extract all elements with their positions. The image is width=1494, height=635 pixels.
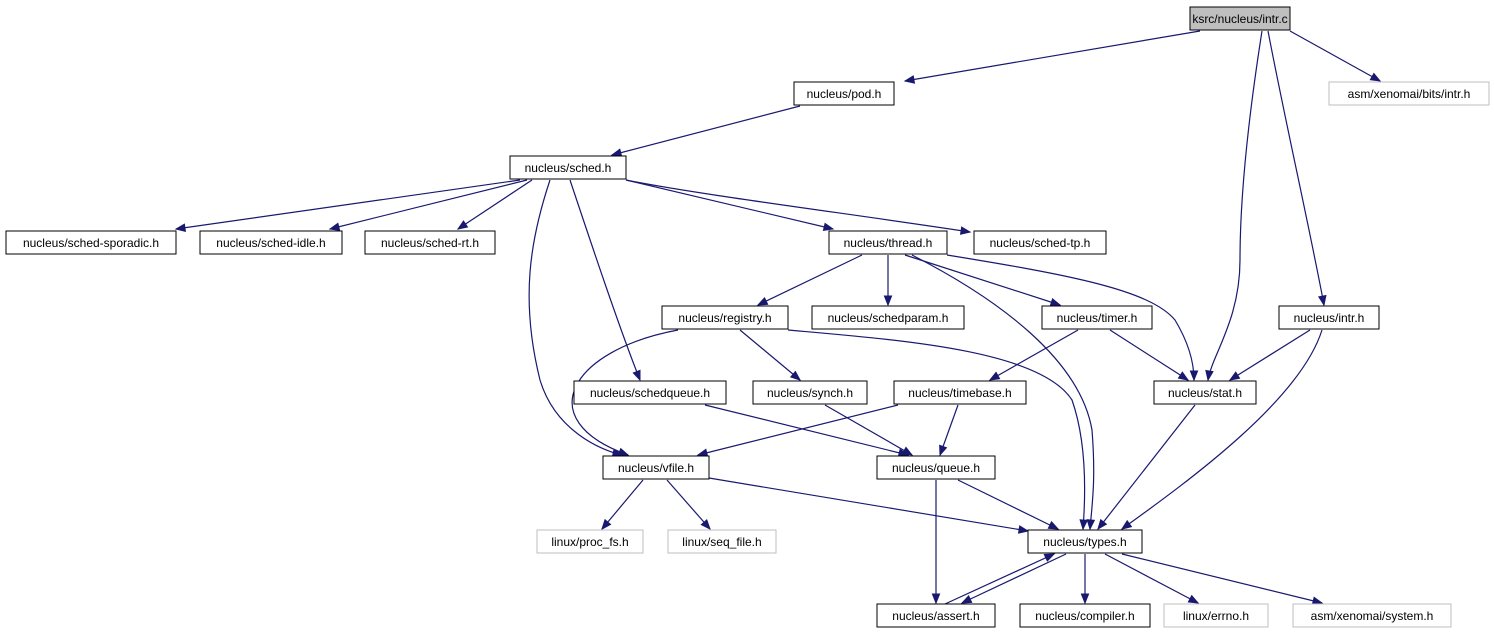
node-sched-tp-h[interactable]: nucleus/sched-tp.h: [973, 230, 1107, 255]
edge-thread-to-stat: [946, 254, 1199, 382]
edge-thread-to-schedparam: [883, 255, 893, 307]
edge-schedqueue-to-queue: [704, 404, 910, 457]
edge-types-to-assert: [960, 553, 1067, 604]
svg-text:nucleus/vfile.h: nucleus/vfile.h: [618, 461, 694, 475]
edge-timer-to-stat: [1109, 329, 1190, 381]
svg-text:nucleus/compiler.h: nucleus/compiler.h: [1035, 609, 1134, 623]
edge-intr-h-to-stat: [1228, 329, 1311, 381]
edge-sched-to-vfile: [528, 179, 624, 458]
node-timebase-h[interactable]: nucleus/timebase.h: [893, 380, 1027, 405]
edge-registry-to-synch: [739, 329, 802, 381]
edge-sched-to-sporadic: [174, 179, 521, 232]
edge-queue-to-assert: [931, 480, 941, 605]
node-schedqueue-h[interactable]: nucleus/schedqueue.h: [573, 380, 727, 405]
edge-sched-to-schedqueue: [569, 179, 641, 382]
node-types-h[interactable]: nucleus/types.h: [1027, 529, 1143, 554]
svg-text:nucleus/types.h: nucleus/types.h: [1043, 535, 1126, 549]
svg-text:nucleus/synch.h: nucleus/synch.h: [767, 386, 853, 400]
node-registry-h[interactable]: nucleus/registry.h: [661, 305, 789, 330]
edge-sched-to-tp: [625, 179, 972, 235]
edge-types-to-compiler: [1080, 554, 1090, 605]
svg-text:asm/xenomai/system.h: asm/xenomai/system.h: [1311, 609, 1434, 623]
edge-registry-to-types: [787, 329, 1089, 531]
node-queue-h[interactable]: nucleus/queue.h: [876, 455, 996, 480]
node-sched-sporadic-h[interactable]: nucleus/sched-sporadic.h: [5, 230, 177, 255]
svg-text:nucleus/pod.h: nucleus/pod.h: [807, 87, 882, 101]
svg-text:nucleus/thread.h: nucleus/thread.h: [844, 236, 933, 250]
edge-pod-to-sched: [610, 105, 801, 157]
svg-text:nucleus/sched-sporadic.h: nucleus/sched-sporadic.h: [23, 236, 159, 250]
svg-text:nucleus/schedparam.h: nucleus/schedparam.h: [828, 311, 949, 325]
svg-text:nucleus/sched-rt.h: nucleus/sched-rt.h: [381, 236, 479, 250]
node-sched-idle-h[interactable]: nucleus/sched-idle.h: [199, 230, 343, 255]
node-compiler-h[interactable]: nucleus/compiler.h: [1019, 603, 1151, 628]
svg-text:nucleus/timer.h: nucleus/timer.h: [1057, 311, 1138, 325]
svg-text:nucleus/sched-tp.h: nucleus/sched-tp.h: [990, 236, 1091, 250]
edge-vfile-to-proc-fs: [601, 479, 644, 531]
node-intr-h[interactable]: nucleus/intr.h: [1278, 305, 1380, 330]
edge-sched-to-thread: [625, 179, 835, 232]
svg-text:asm/xenomai/bits/intr.h: asm/xenomai/bits/intr.h: [1348, 87, 1471, 101]
svg-text:linux/errno.h: linux/errno.h: [1183, 609, 1249, 623]
edge-thread-to-timer: [904, 254, 1062, 307]
node-vfile-h[interactable]: nucleus/vfile.h: [602, 455, 710, 480]
node-asm-xenomai-system-h[interactable]: asm/xenomai/system.h: [1292, 603, 1452, 628]
node-sched-h[interactable]: nucleus/sched.h: [509, 155, 627, 180]
node-stat-h[interactable]: nucleus/stat.h: [1153, 380, 1257, 405]
edge-vfile-to-types: [708, 477, 1030, 534]
svg-text:nucleus/intr.h: nucleus/intr.h: [1294, 311, 1365, 325]
edge-timer-to-timebase: [988, 329, 1079, 381]
svg-text:linux/proc_fs.h: linux/proc_fs.h: [551, 535, 628, 549]
edge-timebase-to-queue: [939, 404, 959, 457]
node-intr-c[interactable]: ksrc/nucleus/intr.c: [1189, 6, 1291, 31]
svg-text:nucleus/sched.h: nucleus/sched.h: [525, 161, 612, 175]
node-linux-errno-h[interactable]: linux/errno.h: [1163, 603, 1269, 628]
edge-intr-c-to-intr-h: [1267, 30, 1327, 307]
node-linux-proc-fs-h[interactable]: linux/proc_fs.h: [536, 529, 644, 554]
node-linux-seq-file-h[interactable]: linux/seq_file.h: [667, 529, 777, 554]
node-pod-h[interactable]: nucleus/pod.h: [793, 81, 895, 106]
node-timer-h[interactable]: nucleus/timer.h: [1041, 305, 1153, 330]
edge-sched-to-idle: [328, 179, 528, 231]
edge-vfile-to-seq-file: [666, 479, 711, 531]
edge-types-to-errno: [1104, 553, 1200, 604]
svg-text:nucleus/stat.h: nucleus/stat.h: [1168, 386, 1242, 400]
svg-text:nucleus/assert.h: nucleus/assert.h: [892, 609, 979, 623]
svg-text:nucleus/timebase.h: nucleus/timebase.h: [908, 386, 1011, 400]
node-synch-h[interactable]: nucleus/synch.h: [752, 380, 868, 405]
edge-stat-to-types: [1097, 404, 1196, 531]
edge-sched-to-rt: [456, 179, 533, 230]
node-thread-h[interactable]: nucleus/thread.h: [828, 230, 948, 255]
edge-intr-c-to-pod: [903, 30, 1201, 84]
edge-queue-to-types: [957, 479, 1060, 530]
svg-text:nucleus/registry.h: nucleus/registry.h: [678, 311, 771, 325]
svg-text:nucleus/sched-idle.h: nucleus/sched-idle.h: [216, 236, 325, 250]
svg-text:nucleus/schedqueue.h: nucleus/schedqueue.h: [590, 386, 710, 400]
edge-assert-to-types: [944, 553, 1056, 605]
svg-text:nucleus/queue.h: nucleus/queue.h: [892, 461, 980, 475]
edge-intr-c-to-asm-intr: [1289, 30, 1382, 82]
edge-timebase-to-vfile: [696, 404, 899, 457]
node-assert-h[interactable]: nucleus/assert.h: [876, 603, 996, 628]
edge-thread-to-registry: [756, 254, 863, 306]
edge-intr-h-to-types: [1120, 329, 1323, 530]
edge-synch-to-queue: [824, 404, 914, 456]
svg-text:linux/seq_file.h: linux/seq_file.h: [682, 535, 761, 549]
node-sched-rt-h[interactable]: nucleus/sched-rt.h: [364, 230, 496, 255]
node-schedparam-h[interactable]: nucleus/schedparam.h: [811, 305, 965, 330]
edge-intr-c-to-stat: [1205, 30, 1263, 382]
edge-thread-to-types: [911, 254, 1096, 531]
svg-text:ksrc/nucleus/intr.c: ksrc/nucleus/intr.c: [1192, 12, 1287, 26]
node-asm-xenomai-bits-intr-h[interactable]: asm/xenomai/bits/intr.h: [1328, 81, 1490, 106]
